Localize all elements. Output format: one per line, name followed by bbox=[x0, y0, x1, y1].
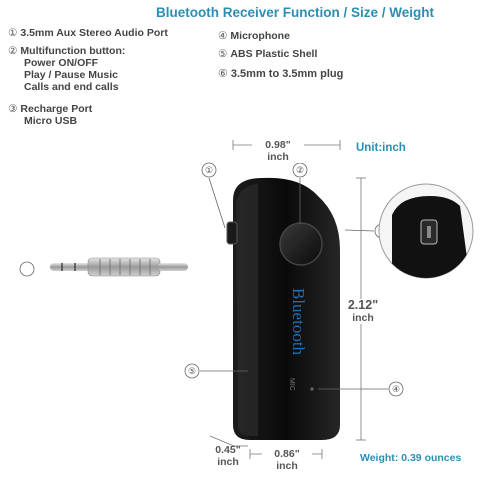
callout-number-2: ② bbox=[296, 166, 304, 176]
dim-label-width-top: 0.98" inch bbox=[252, 139, 304, 163]
feature-text: Micro USB bbox=[24, 115, 78, 127]
feature-text: Microphone bbox=[230, 30, 290, 42]
dim-line-depth bbox=[209, 435, 235, 447]
dim-unit: inch bbox=[276, 460, 298, 472]
feature-number: ⑥ bbox=[218, 68, 228, 80]
callout-line-3 bbox=[344, 229, 375, 232]
feature-number: ③ bbox=[8, 103, 18, 115]
dim-value: 0.98" bbox=[265, 139, 291, 151]
dim-label-height: 2.12" inch bbox=[340, 299, 386, 324]
device-brand-label: Bluetooth bbox=[289, 288, 308, 356]
callout-number-1: ① bbox=[205, 166, 213, 176]
micro-usb-pin bbox=[427, 226, 431, 238]
plug-barrel bbox=[87, 257, 161, 277]
dim-unit: inch bbox=[267, 151, 289, 163]
feature-number: ② bbox=[8, 45, 18, 57]
callout-circle-4 bbox=[388, 381, 404, 397]
weight-label: Weight: 0.39 ounces bbox=[360, 452, 462, 464]
feature-text: ABS Plastic Shell bbox=[230, 48, 318, 60]
multifunction-button bbox=[279, 222, 323, 266]
feature-text: Recharge Port bbox=[20, 103, 93, 115]
callout-circle-2 bbox=[292, 162, 308, 178]
dim-label-depth: 0.45" inch bbox=[210, 444, 246, 468]
plug-tip bbox=[50, 263, 90, 271]
feature-number: ④ bbox=[218, 30, 228, 42]
microphone-hole bbox=[310, 387, 314, 391]
callout-number-5: ⑤ bbox=[188, 367, 196, 377]
mic-label: MIC bbox=[288, 378, 295, 391]
callout-circle-1 bbox=[201, 162, 217, 178]
device-side-highlight bbox=[236, 184, 258, 436]
aux-plug bbox=[50, 257, 188, 277]
dim-value: 2.12" bbox=[347, 298, 379, 312]
unit-label: Unit:inch bbox=[356, 142, 406, 154]
aux-port bbox=[226, 221, 238, 245]
feature-text: Play / Pause Music bbox=[24, 69, 118, 81]
dim-label-width-bottom: 0.86" inch bbox=[262, 448, 312, 472]
page-title: Bluetooth Receiver Function / Size / Wei… bbox=[155, 5, 435, 20]
feature-text: Multifunction button: bbox=[20, 45, 126, 57]
callout-line-1 bbox=[208, 177, 226, 229]
dim-value: 0.86" bbox=[274, 448, 300, 460]
feature-number: ⑤ bbox=[218, 48, 228, 60]
feature-number: ① bbox=[8, 27, 18, 39]
feature-text: Power ON/OFF bbox=[24, 57, 99, 69]
dim-value: 0.45" bbox=[215, 444, 241, 456]
dim-unit: inch bbox=[217, 456, 239, 468]
callout-number-4: ④ bbox=[392, 385, 400, 395]
feature-text: 3.5mm to 3.5mm plug bbox=[230, 68, 344, 80]
dim-unit: inch bbox=[352, 312, 374, 324]
callout-circle-5 bbox=[184, 363, 200, 379]
plug-tip-right bbox=[158, 263, 188, 271]
callout-circle-6 bbox=[19, 261, 35, 277]
feature-text: Calls and end calls bbox=[24, 81, 119, 93]
feature-text: 3.5mm Aux Stereo Audio Port bbox=[20, 27, 168, 39]
